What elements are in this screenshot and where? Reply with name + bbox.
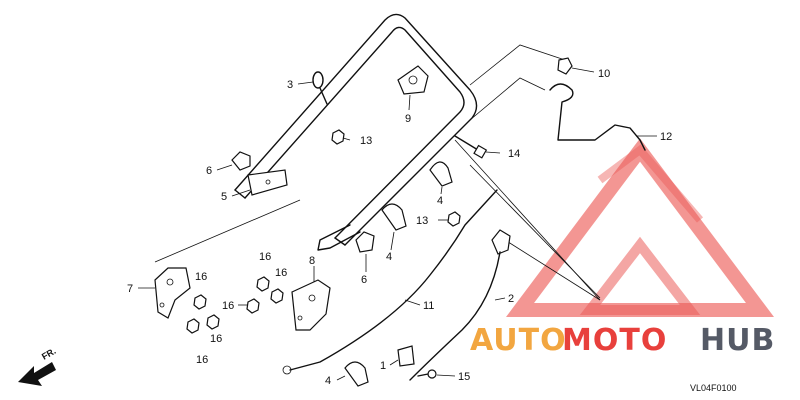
part-3-eye-bolt bbox=[312, 71, 328, 105]
callout-6-lower: 6 bbox=[361, 274, 367, 286]
part-4-cable-clip-lower bbox=[344, 361, 369, 387]
callout-14: 14 bbox=[508, 148, 520, 160]
callout-7: 7 bbox=[127, 283, 133, 295]
part-4-cable-clip-middle bbox=[381, 203, 407, 231]
part-9-handle-bracket bbox=[397, 65, 429, 95]
watermark-auto: AUTO bbox=[470, 323, 567, 358]
part-1-clamp bbox=[397, 345, 415, 367]
part-14-bolt bbox=[454, 135, 488, 159]
callout-3: 3 bbox=[287, 79, 293, 91]
front-direction-arrow: FR. bbox=[18, 346, 58, 386]
callout-16-b: 16 bbox=[210, 333, 222, 345]
part-7-left-bracket bbox=[154, 267, 191, 319]
handle-pipe bbox=[234, 13, 478, 251]
part-2-control-cable bbox=[409, 229, 511, 381]
callout-4-lower: 4 bbox=[325, 375, 331, 387]
callout-4-upper: 4 bbox=[437, 195, 443, 207]
callout-16-e: 16 bbox=[275, 267, 287, 279]
watermark-hub: HUB bbox=[700, 323, 775, 358]
callout-2: 2 bbox=[508, 293, 514, 305]
callout-13-upper: 13 bbox=[360, 135, 372, 147]
watermark-moto: MOTO bbox=[562, 323, 667, 358]
callout-5: 5 bbox=[221, 191, 227, 203]
callout-6-upper: 6 bbox=[206, 165, 212, 177]
callout-15: 15 bbox=[458, 371, 470, 383]
part-4-cable-clip-upper bbox=[429, 161, 453, 187]
callout-labels: 3 9 6 5 13 14 10 12 4 13 4 6 7 8 11 2 1 … bbox=[127, 68, 672, 387]
callout-16-a: 16 bbox=[195, 271, 207, 283]
callout-16-f: 16 bbox=[222, 300, 234, 312]
diagram-code: VL04F0100 bbox=[690, 383, 737, 393]
part-10-clip bbox=[557, 57, 573, 75]
part-6-knob-upper bbox=[231, 151, 251, 171]
part-11-cable bbox=[282, 189, 498, 375]
callout-16-c: 16 bbox=[196, 354, 208, 366]
callout-13-lower: 13 bbox=[416, 215, 428, 227]
watermark-logo bbox=[506, 138, 774, 317]
callout-12: 12 bbox=[660, 131, 672, 143]
part-5-handle-plate bbox=[247, 169, 288, 196]
part-6-knob-lower bbox=[355, 231, 375, 253]
callout-11: 11 bbox=[423, 300, 434, 312]
callout-10: 10 bbox=[598, 68, 610, 80]
assembly-guide-lines bbox=[154, 44, 601, 301]
part-13-nut-lower bbox=[447, 211, 461, 227]
part-16-nuts bbox=[186, 276, 284, 334]
part-13-nut-upper bbox=[331, 129, 345, 145]
callout-1: 1 bbox=[380, 360, 386, 372]
callout-16-d: 16 bbox=[259, 251, 271, 263]
callout-9: 9 bbox=[405, 113, 411, 125]
part-12-rod bbox=[549, 83, 646, 151]
part-15-screw bbox=[417, 369, 437, 379]
callout-8: 8 bbox=[309, 255, 315, 267]
leader-lines bbox=[138, 67, 657, 381]
part-8-right-bracket bbox=[291, 279, 331, 331]
callout-4-middle: 4 bbox=[386, 251, 392, 263]
watermark-text: AUTO MOTO HUB bbox=[470, 323, 775, 358]
direction-label: FR. bbox=[40, 346, 58, 362]
